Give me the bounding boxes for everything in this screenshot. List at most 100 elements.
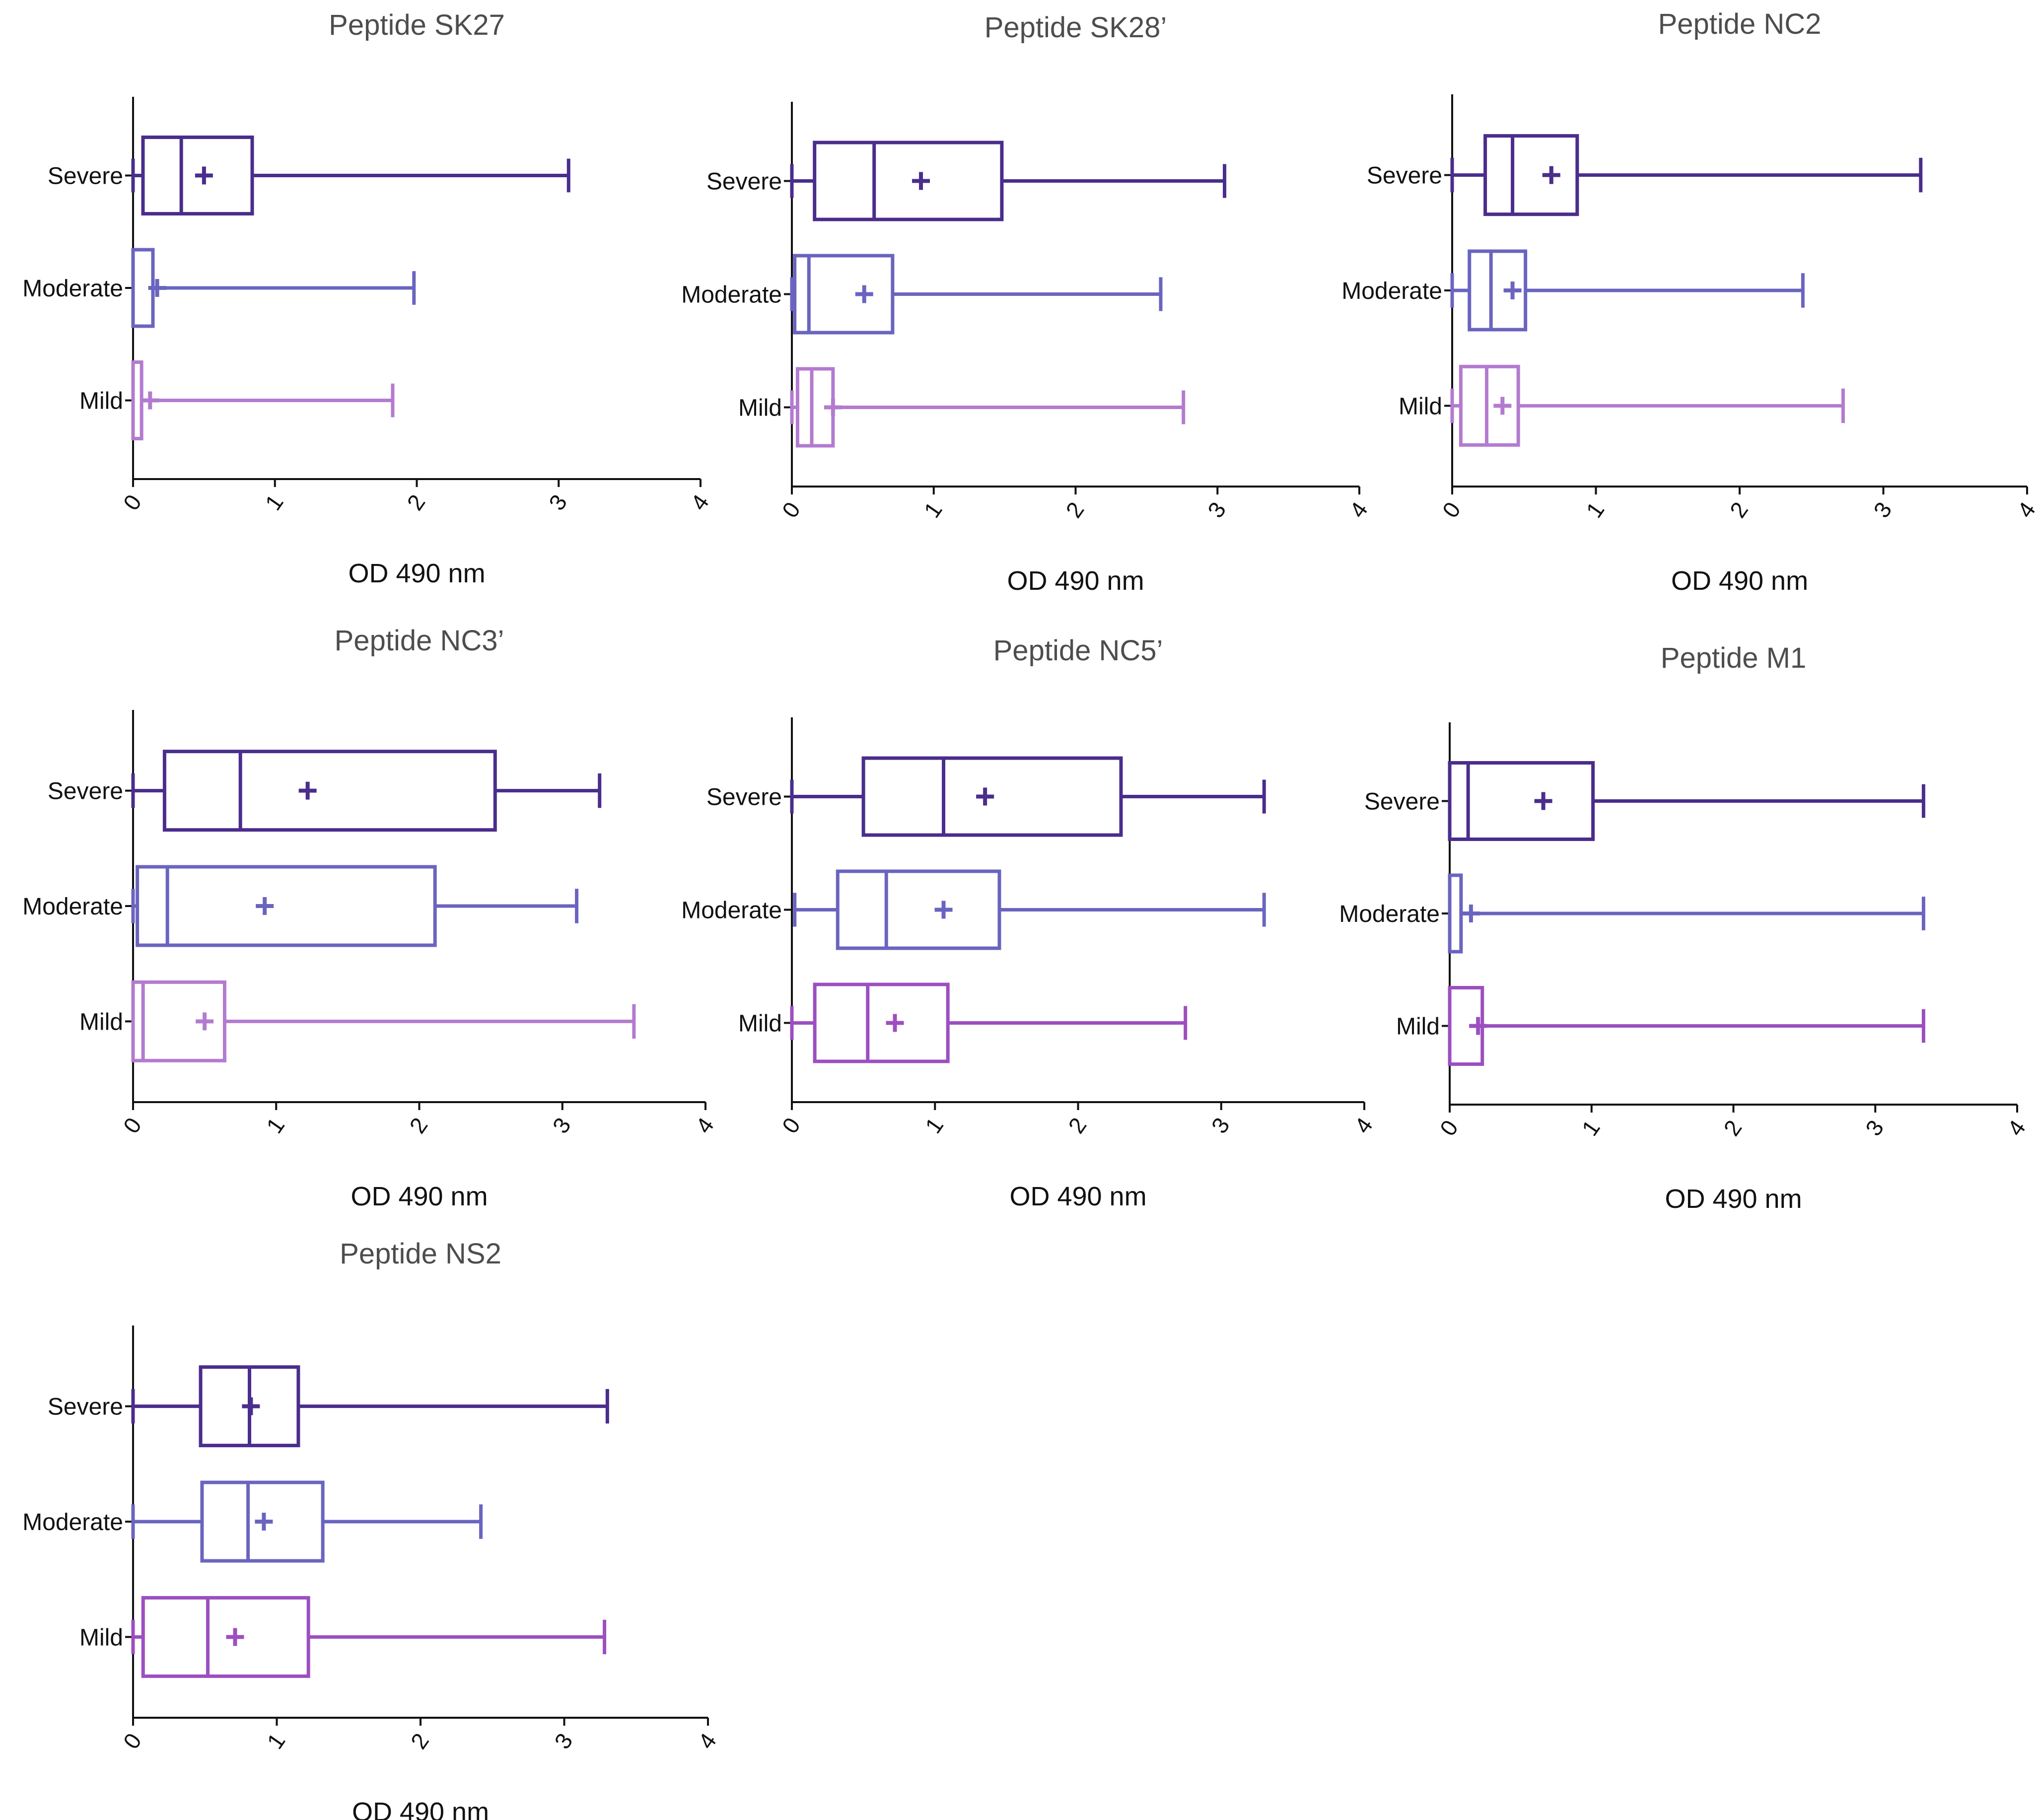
x-tick-label: 4: [686, 490, 714, 515]
x-tick-label: 3: [547, 1113, 575, 1138]
x-tick-label: 1: [1581, 497, 1609, 522]
boxplot-severe: [131, 1365, 609, 1448]
x-axis-label: OD 490 nm: [1671, 566, 1808, 596]
x-tick-label: 4: [691, 1113, 719, 1138]
category-label-moderate: Moderate: [22, 1509, 123, 1536]
x-axis-label: OD 490 nm: [1007, 566, 1144, 596]
x-tick-label: 3: [1860, 1115, 1889, 1140]
x-tick-label: 1: [1576, 1115, 1605, 1140]
chart-title: Peptide NS2: [340, 1238, 501, 1270]
x-axis-label: OD 490 nm: [1665, 1184, 1802, 1214]
chart-title: Peptide NC3’: [335, 625, 504, 657]
boxplot-moderate: [790, 254, 1163, 335]
x-tick-label: 3: [549, 1728, 577, 1753]
boxplot-severe: [1450, 134, 1923, 216]
x-axis-label: OD 490 nm: [352, 1797, 489, 1820]
iqr-box: [200, 1480, 325, 1563]
category-label-mild: Mild: [79, 1009, 123, 1035]
category-label-severe: Severe: [706, 784, 782, 811]
boxplot-mild: [131, 980, 636, 1062]
boxplot-severe: [1448, 761, 1925, 841]
x-tick-label: 3: [1868, 497, 1897, 522]
category-label-moderate: Moderate: [1339, 901, 1440, 927]
category-label-mild: Mild: [738, 395, 782, 421]
x-axis-label: OD 490 nm: [348, 559, 485, 588]
iqr-box: [141, 136, 254, 216]
x-tick-label: 1: [261, 1113, 289, 1138]
boxplot-mild: [1448, 985, 1925, 1066]
boxplot-severe: [131, 136, 570, 216]
x-tick-label: 0: [118, 1113, 146, 1138]
chart-title: Peptide SK28’: [984, 11, 1167, 44]
boxplot-moderate: [131, 865, 579, 947]
x-tick-label: 0: [1435, 1115, 1463, 1140]
boxplot-moderate: [131, 1480, 483, 1563]
x-tick-label: 2: [406, 1728, 434, 1753]
x-tick-label: 1: [262, 1728, 290, 1753]
chart-title: Peptide M1: [1661, 642, 1806, 674]
category-label-mild: Mild: [738, 1010, 782, 1037]
category-label-moderate: Moderate: [1341, 278, 1442, 304]
x-tick-label: 1: [918, 497, 947, 522]
x-tick-label: 3: [1202, 497, 1231, 522]
category-label-severe: Severe: [48, 163, 123, 190]
x-tick-label: 0: [118, 490, 146, 515]
iqr-box: [861, 756, 1123, 837]
x-tick-label: 2: [1725, 497, 1753, 522]
category-label-severe: Severe: [48, 778, 123, 805]
iqr-box: [836, 869, 1001, 950]
category-label-mild: Mild: [79, 388, 123, 414]
boxplot-moderate: [131, 248, 416, 328]
boxplot-mild: [131, 360, 395, 440]
x-tick-label: 0: [777, 1113, 805, 1138]
category-label-severe: Severe: [1367, 163, 1442, 189]
boxplot-moderate: [1448, 873, 1925, 954]
boxplot-mild: [790, 367, 1186, 448]
x-tick-label: 4: [2012, 497, 2039, 522]
category-label-moderate: Moderate: [22, 894, 123, 920]
category-label-moderate: Moderate: [22, 276, 123, 302]
boxplot-moderate: [793, 869, 1266, 950]
x-axis-label: OD 490 nm: [351, 1182, 488, 1211]
boxplot-mild: [1450, 364, 1845, 447]
chart-title: Peptide SK27: [329, 9, 505, 41]
iqr-box: [1448, 761, 1595, 841]
x-tick-label: 0: [777, 497, 805, 522]
boxplot-severe: [790, 756, 1266, 837]
iqr-box: [141, 1596, 310, 1678]
x-tick-label: 1: [920, 1113, 948, 1138]
x-tick-label: 0: [118, 1728, 146, 1753]
category-label-mild: Mild: [1399, 393, 1442, 420]
x-tick-label: 2: [402, 490, 430, 515]
x-axis-label: OD 490 nm: [1009, 1182, 1146, 1211]
x-tick-label: 3: [544, 490, 572, 515]
boxplot-severe: [790, 140, 1227, 221]
category-label-mild: Mild: [79, 1624, 123, 1651]
chart-panel-7: Peptide NS2 0 1 2 3 4 OD 490 nm SevereModerateM…: [22, 1238, 721, 1820]
x-tick-label: 4: [1349, 1113, 1378, 1138]
boxplot-mild: [131, 1596, 607, 1678]
iqr-box: [1483, 134, 1579, 216]
iqr-box: [813, 982, 950, 1063]
category-label-severe: Severe: [706, 169, 782, 195]
chart-title: Peptide NC5’: [993, 634, 1163, 667]
category-label-mild: Mild: [1396, 1013, 1440, 1040]
x-tick-label: 4: [693, 1728, 721, 1753]
x-tick-label: 4: [1344, 497, 1373, 522]
category-label-moderate: Moderate: [681, 898, 782, 924]
category-label-severe: Severe: [48, 1394, 123, 1420]
boxplot-moderate: [1450, 249, 1805, 332]
iqr-box: [813, 140, 1004, 221]
iqr-box: [131, 980, 226, 1062]
category-label-severe: Severe: [1364, 789, 1440, 815]
x-tick-label: 2: [1060, 497, 1089, 522]
x-tick-label: 0: [1437, 497, 1466, 522]
chart-panel-2: Peptide SK28’ 0 1 2 3 4 OD 490 nm SevereModerat…: [681, 11, 1373, 596]
iqr-box: [162, 750, 497, 832]
category-label-moderate: Moderate: [681, 282, 782, 308]
iqr-box: [136, 865, 437, 947]
x-tick-label: 4: [2002, 1115, 2031, 1140]
